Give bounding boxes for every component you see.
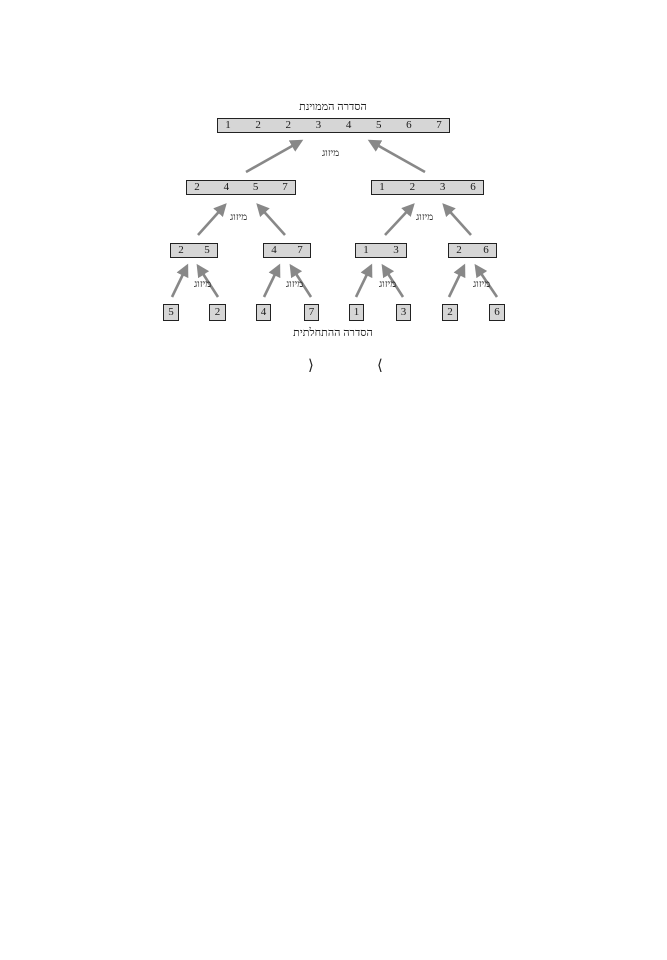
array-box-level-3-4: 1 [349,304,364,321]
array-cell: 2 [255,119,261,131]
array-box-level-1-0: 2 4 5 7 [186,180,296,195]
array-cell: 7 [436,119,442,131]
merge-label: מיזוג [194,279,212,290]
right-angle-bracket: ⟩ [308,358,314,374]
merge-arrow [442,203,472,236]
merge-arrows [170,139,499,298]
array-cell: 1 [225,119,231,131]
array-cell: 2 [456,244,462,256]
merge-arrow [354,263,373,298]
array-cell: 4 [223,181,230,193]
array-cell: 3 [393,244,399,256]
merge-arrow [367,139,426,174]
array-cell: 5 [204,244,210,256]
array-cell: 1 [363,244,369,256]
array-cell: 7 [297,244,303,256]
array-cell: 2 [409,181,416,193]
merge-arrow [170,263,189,298]
array-cell: 2 [447,306,453,318]
array-box-level-3-5: 3 [396,304,411,321]
sorted-sequence-caption: הסדרה הממוינת [299,101,367,113]
merge-arrow [474,263,499,298]
merge-arrow [289,263,313,298]
array-cell: 6 [483,244,489,256]
merge-label: מיזוג [230,212,248,223]
array-cell: 1 [379,181,385,193]
array-cell: 7 [282,181,288,193]
left-angle-bracket: ⟨ [377,358,383,374]
array-box-level-1-1: 1 2 3 6 [371,180,484,195]
merge-arrow [245,139,304,174]
merge-label: מיזוג [322,148,340,159]
array-box-level-3-3: 7 [304,304,319,321]
array-cell: 2 [178,244,184,256]
array-cell: 4 [260,306,267,318]
merge-arrow [447,263,466,298]
array-box-level-3-1: 2 [209,304,226,321]
merge-label: מיזוג [379,279,397,290]
array-box-level-3-0: 5 [163,304,179,321]
array-cell: 7 [308,306,315,318]
merge-arrow [197,203,227,236]
array-cell: 4 [345,119,352,131]
array-cell: 5 [375,119,382,131]
array-box-level-0-0: 1 2 2 3 4 5 6 7 [217,118,450,133]
array-cell: 1 [353,306,360,318]
array-cell: 6 [406,119,412,131]
array-box-level-3-2: 4 [256,304,271,321]
array-cell: 5 [252,181,259,193]
merge-arrow [256,203,286,236]
array-box-level-3-6: 2 [442,304,458,321]
merge-arrow [381,263,405,298]
merge-label: מיזוג [416,212,434,223]
array-cell: 2 [285,119,292,131]
array-box-level-3-7: 6 [489,304,505,321]
initial-sequence-caption: הסדרה ההתחלתית [293,327,373,339]
array-cell: 3 [439,181,446,193]
array-cell: 4 [271,244,277,256]
array-cell: 6 [494,306,500,318]
array-cell: 3 [400,306,407,318]
array-cell: 3 [315,119,322,131]
merge-arrow [262,263,281,298]
array-cell: 2 [194,181,200,193]
merge-label: מיזוג [286,279,304,290]
array-cell: 6 [470,181,476,193]
merge-arrow [196,263,220,298]
array-cell: 2 [214,306,221,318]
merge-label: מיזוג [473,279,491,290]
merge-arrow [384,203,415,236]
array-cell: 5 [168,306,174,318]
